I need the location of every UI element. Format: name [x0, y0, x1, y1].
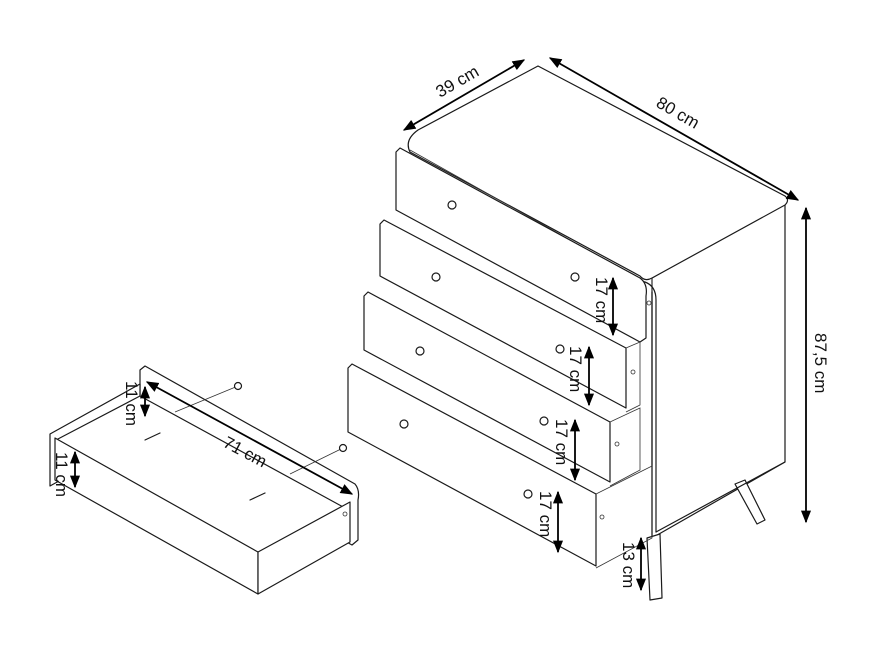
drawer-right-side [257, 501, 351, 595]
drawer-2 [379, 219, 641, 413]
knob-icon [415, 346, 425, 356]
label-drawer-1: 17 cm [592, 277, 611, 323]
knob-icon [570, 272, 580, 282]
label-drawer-side-height: 11 cm [122, 381, 141, 426]
back-leg [734, 479, 766, 525]
label-height: 87,5 cm [811, 333, 830, 393]
knob-icon [539, 416, 549, 426]
drawer-3 [363, 291, 641, 487]
label-drawer-front-height: 11 cm [52, 452, 71, 497]
label-drawer-4: 17 cm [536, 491, 555, 537]
detached-drawer [49, 365, 360, 595]
label-width: 80 cm [653, 93, 703, 133]
dimension-lines [69, 57, 812, 592]
label-drawer-3: 17 cm [552, 419, 571, 465]
chest-front-edge [644, 281, 657, 533]
knob-icon [523, 489, 533, 499]
knob-icon [431, 272, 441, 282]
label-leg: 13 cm [619, 542, 638, 588]
label-drawer-2: 17 cm [566, 346, 585, 392]
drawer-1 [395, 147, 652, 343]
label-depth: 39 cm [433, 62, 483, 102]
knob-icon [399, 419, 409, 429]
knob-icon [555, 344, 565, 354]
knob-icon [447, 200, 457, 210]
front-leg [646, 533, 663, 601]
chest-of-drawers [347, 65, 789, 601]
